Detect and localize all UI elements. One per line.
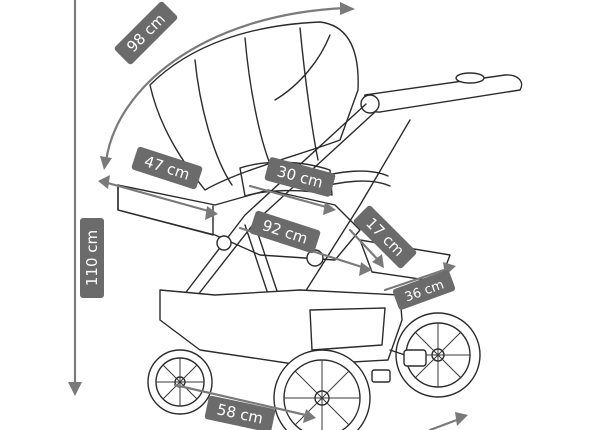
handlebar xyxy=(363,74,523,113)
handle-hinge xyxy=(360,94,380,114)
rear-left-wheel xyxy=(147,349,213,415)
seat-width-head-right xyxy=(205,206,218,220)
footrest-head xyxy=(372,254,384,268)
seat-width-arrow xyxy=(102,180,214,214)
footrest-width-arrow xyxy=(383,266,452,292)
seat-cushion xyxy=(239,161,333,197)
height-arrow-head xyxy=(68,382,82,396)
depth-arrow-head xyxy=(455,412,468,426)
wheel-hub-right xyxy=(403,349,427,367)
handle-length-arrow xyxy=(248,184,332,210)
canopy-arc-head-bottom xyxy=(100,156,112,170)
frame-joint-1 xyxy=(216,235,232,251)
canopy-fold-1 xyxy=(194,59,233,186)
rear-frame-tube xyxy=(179,103,367,301)
wheelbase-head xyxy=(303,409,316,423)
brake-pedal xyxy=(371,369,391,383)
basket-window xyxy=(309,307,386,351)
label-height: 110 cm xyxy=(80,218,104,298)
label-footrest: 17 cm xyxy=(353,205,417,269)
seat-width-head-left xyxy=(98,175,110,189)
canopy-inner xyxy=(274,34,331,101)
front-center-wheel xyxy=(273,349,371,430)
cross-brace xyxy=(299,119,411,301)
frame-diagonal-head xyxy=(359,262,372,276)
label-canopy-arc: 98 cm xyxy=(114,1,178,65)
rear-right-wheel xyxy=(395,312,481,398)
canopy-arc-arrow xyxy=(104,6,347,164)
canopy-arc-head-top xyxy=(340,2,355,15)
handle-grip xyxy=(455,72,485,84)
label-height-text: 110 cm xyxy=(83,230,101,286)
wheelbase-arrow xyxy=(173,383,312,418)
stroller-illustration xyxy=(117,21,523,430)
seat-side-panel xyxy=(117,184,214,236)
footrest-arrow xyxy=(348,228,382,264)
handle-length-head xyxy=(323,202,336,215)
